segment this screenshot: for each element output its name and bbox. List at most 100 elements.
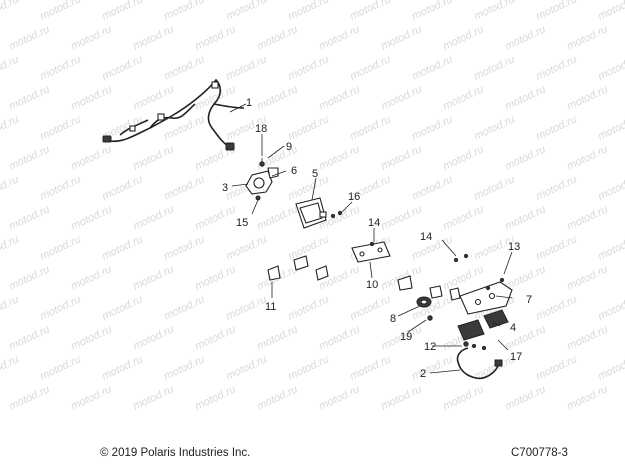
callout-labels: 1 2 3 4 5 6 7 8 9 10 11 12 13 14 14 15 1… <box>222 97 532 380</box>
watermark-text: motod.ru <box>596 113 625 142</box>
watermark-text: motod.ru <box>0 233 21 262</box>
callout-4: 4 <box>510 322 516 334</box>
watermark-text: motod.ru <box>224 233 268 262</box>
watermark-text: motod.ru <box>7 263 51 292</box>
mounting-plate <box>351 241 391 263</box>
watermark-text: motod.ru <box>69 263 113 292</box>
watermark-text: motod.ru <box>596 0 625 23</box>
callout-13: 13 <box>508 241 520 253</box>
watermark-text: motod.ru <box>410 353 454 382</box>
watermark-text: motod.ru <box>100 233 144 262</box>
watermark-text: motod.ru <box>410 173 454 202</box>
watermark-text: motod.ru <box>38 53 82 82</box>
grommet <box>416 296 433 321</box>
watermark-text: motod.ru <box>69 143 113 172</box>
watermark-text: motod.ru <box>565 203 609 232</box>
gasket-set-right <box>397 275 461 301</box>
watermark-text: motod.ru <box>379 383 423 412</box>
watermark-text: motod.ru <box>162 353 206 382</box>
watermark-text: motod.ru <box>534 113 578 142</box>
watermark-text: motod.ru <box>193 23 237 52</box>
watermark-text: motod.ru <box>131 143 175 172</box>
watermark-text: motod.ru <box>379 83 423 112</box>
watermark-text: motod.ru <box>441 383 485 412</box>
watermark-text: motod.ru <box>565 263 609 292</box>
callout-14a: 14 <box>368 217 380 229</box>
watermark-text: motod.ru <box>224 293 268 322</box>
watermark-text: motod.ru <box>69 23 113 52</box>
watermark-text: motod.ru <box>100 0 144 23</box>
watermark-text: motod.ru <box>596 53 625 82</box>
watermark-text: motod.ru <box>286 0 330 23</box>
watermark-text: motod.ru <box>131 83 175 112</box>
callout-12: 12 <box>424 341 436 353</box>
watermark-text: motod.ru <box>286 233 330 262</box>
gasket-set-left <box>267 255 329 281</box>
leader-lines <box>229 103 513 374</box>
watermark-text: motod.ru <box>162 0 206 23</box>
watermark-text: motod.ru <box>7 383 51 412</box>
watermark-text: motod.ru <box>441 263 485 292</box>
watermark-text: motod.ru <box>38 0 82 23</box>
watermark-text: motod.ru <box>410 113 454 142</box>
watermark-text: motod.ru <box>0 353 21 382</box>
watermark-text: motod.ru <box>503 203 547 232</box>
watermark-text: motod.ru <box>69 383 113 412</box>
watermark-text: motod.ru <box>7 323 51 352</box>
watermark-text: motod.ru <box>38 353 82 382</box>
watermark-text: motod.ru <box>162 173 206 202</box>
watermark-text: motod.ru <box>379 23 423 52</box>
watermark-text: motod.ru <box>162 293 206 322</box>
watermark-text: motod.ru <box>0 113 21 142</box>
callout-17: 17 <box>510 351 522 363</box>
watermark-text: motod.ru <box>69 323 113 352</box>
mounting-bracket <box>453 253 513 315</box>
watermark-text: motod.ru <box>348 0 392 23</box>
watermark-text: motod.ru <box>503 143 547 172</box>
watermark-text: motod.ru <box>317 383 361 412</box>
watermark-text: motod.ru <box>193 203 237 232</box>
watermark-text: motod.ru <box>255 383 299 412</box>
watermark-text: motod.ru <box>379 203 423 232</box>
watermark-text: motod.ru <box>131 263 175 292</box>
watermark-text: motod.ru <box>0 173 21 202</box>
callout-8: 8 <box>390 313 396 325</box>
watermark-text: motod.ru <box>565 323 609 352</box>
watermark-text: motod.ru <box>286 293 330 322</box>
sensor-bracket <box>245 158 279 201</box>
watermark-text: motod.ru <box>224 353 268 382</box>
watermark-text: motod.ru <box>7 203 51 232</box>
callout-5: 5 <box>312 168 318 180</box>
watermark-text: motod.ru <box>441 143 485 172</box>
watermark-text: motod.ru <box>224 0 268 23</box>
watermark-text: motod.ru <box>565 143 609 172</box>
watermark-text: motod.ru <box>193 383 237 412</box>
watermark-text: motod.ru <box>534 0 578 23</box>
watermark-text: motod.ru <box>348 293 392 322</box>
watermark-text: motod.ru <box>162 53 206 82</box>
watermark-text: motod.ru <box>503 23 547 52</box>
watermark-text: motod.ru <box>472 173 516 202</box>
watermark-text: motod.ru <box>0 293 21 322</box>
callout-14b: 14 <box>420 231 432 243</box>
watermark-text: motod.ru <box>534 173 578 202</box>
watermark-text: motod.ru <box>131 23 175 52</box>
watermark-text: motod.ru <box>596 293 625 322</box>
watermark-text: motod.ru <box>193 263 237 292</box>
callout-16: 16 <box>348 191 360 203</box>
watermark-text: motod.ru <box>286 113 330 142</box>
watermark-text: motod.ru <box>348 53 392 82</box>
watermark-text: motod.ru <box>131 323 175 352</box>
watermark-text: motod.ru <box>69 83 113 112</box>
watermark-text: motod.ru <box>410 233 454 262</box>
watermark-text: motod.ru <box>131 383 175 412</box>
watermark-text: motod.ru <box>348 353 392 382</box>
watermark-text: motod.ru <box>38 173 82 202</box>
callout-3: 3 <box>222 182 228 194</box>
watermark-text: motod.ru <box>224 53 268 82</box>
watermark-text: motod.ru <box>100 173 144 202</box>
figure-id: C700778-3 <box>511 447 568 459</box>
callout-19: 19 <box>400 331 412 343</box>
watermark-text: motod.ru <box>410 0 454 23</box>
watermark-text: motod.ru <box>38 113 82 142</box>
